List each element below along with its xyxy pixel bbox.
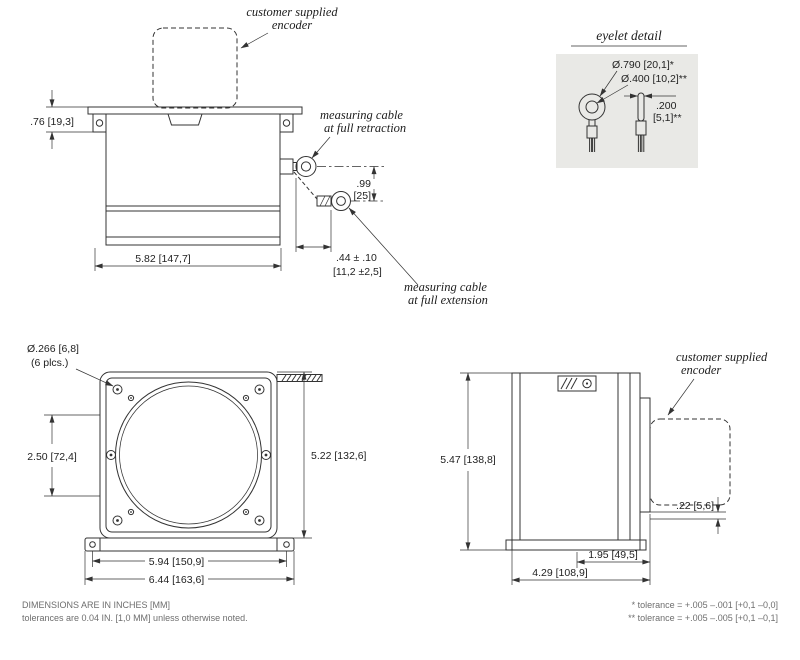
eyelet-dim-outer-leader	[599, 70, 618, 97]
eyelet-dim-inner: Ø.400 [10,2]**	[621, 73, 687, 85]
dim-flange-offset: .76 [19,3]	[30, 90, 93, 149]
side-housing	[505, 372, 651, 551]
top-side-view: customer supplied encoder	[30, 5, 488, 307]
dim-total-depth-label: 4.29 [108,9]	[532, 567, 588, 579]
dim-rear-depth: 1.95 [49,5]	[576, 514, 651, 585]
dim-hole-line2: (6 plcs.)	[31, 357, 68, 369]
footnotes: DIMENSIONS ARE IN INCHES [MM] tolerances…	[22, 600, 778, 623]
dim-front-height: 5.22 [132,6]	[277, 371, 367, 539]
units-note-line1: DIMENSIONS ARE IN INCHES [MM]	[22, 600, 170, 610]
drum-cover-outer	[115, 381, 262, 529]
cable-eyelet-retracted	[279, 156, 317, 177]
dim-flange-width-label: 6.44 [163,6]	[149, 574, 205, 586]
dim-front-height-label: 5.22 [132,6]	[311, 450, 367, 462]
dim-flange-holes-label: 5.94 [150,9]	[149, 556, 205, 568]
dim-total-depth: 4.29 [108,9]	[511, 550, 651, 585]
tolerance-note-doublestar: ** tolerance = +.005 –.005 [+0,1 –0,1]	[628, 613, 778, 623]
retraction-leader	[311, 136, 331, 159]
drum-cover-inner	[119, 385, 258, 525]
dim-hole-line1: Ø.266 [6,8]	[27, 343, 79, 355]
dim-extension-in: .44 ± .10	[336, 252, 377, 264]
encoder-leader-top	[240, 32, 269, 49]
encoder-note-side-line2: encoder	[681, 363, 721, 377]
dim-extension-length: .44 ± .10 [11,2 ±2,5]	[295, 178, 382, 278]
tolerance-note-star: * tolerance = +.005 –.001 [+0,1 –0,0]	[632, 600, 778, 610]
right-side-view: customer supplied encoder 5.47 [138,8] .…	[440, 350, 768, 585]
eyelet-dim-outer: Ø.790 [20,1]*	[612, 59, 674, 71]
eyelet-detail-panel	[556, 54, 698, 168]
cable-eyelet-extended	[293, 171, 351, 211]
dim-body-width-label: 5.82 [147,7]	[135, 253, 191, 265]
mounting-holes	[106, 384, 271, 526]
housing-outline-top	[87, 106, 303, 246]
eyelet-detail: eyelet detail Ø.790 [20,1]* Ø.400 [10,2]…	[556, 28, 698, 168]
cable-exit-front	[276, 374, 323, 382]
units-note-line2: tolerances are 0.04 IN. [1,0 MM] unless …	[22, 613, 248, 623]
dim-hole-leader	[75, 368, 114, 387]
dim-extension-mm: [11,2 ±2,5]	[333, 266, 382, 278]
eyelet-dim-thickness: .200 [5,1]**	[624, 93, 682, 124]
front-view: Ø.266 [6,8] (6 plcs.) 2.50 [72,4] 5.22 […	[27, 343, 367, 586]
mounting-flange	[84, 537, 295, 552]
encoder-outline-side	[649, 418, 731, 506]
dim-flange-offset-label: .76 [19,3]	[30, 116, 74, 128]
eyelet-side-view	[635, 92, 647, 152]
dim-cable-drop: .99 [25]	[317, 166, 384, 202]
front-housing	[99, 371, 278, 539]
front-cover	[105, 377, 272, 533]
encoder-note-top-line2: encoder	[272, 18, 312, 32]
encoder-note-top-line1: customer supplied	[246, 5, 338, 19]
encoder-outline-top	[152, 27, 238, 109]
extension-note-line1: measuring cable	[404, 280, 487, 294]
dim-step-label: .22 [5,6]	[676, 500, 714, 512]
eyelet-dim-thickness-in: .200	[656, 100, 677, 112]
dim-side-height: 5.47 [138,8]	[440, 372, 512, 551]
dim-body-width: 5.82 [147,7]	[94, 248, 282, 271]
cover-screws	[127, 394, 250, 516]
dim-hole-spacing: 2.50 [72,4]	[27, 414, 100, 497]
extension-leader	[348, 207, 419, 286]
dim-flange-width: 6.44 [163,6]	[84, 551, 295, 586]
eyelet-dim-inner-leader	[596, 84, 629, 104]
encoder-leader-side	[667, 378, 695, 416]
dim-cable-drop-in: .99	[356, 178, 371, 190]
side-nameplate	[557, 375, 597, 392]
eyelet-dim-thickness-mm: [5,1]**	[653, 112, 682, 124]
extension-note-line2: at full extension	[408, 293, 488, 307]
dim-cable-drop-mm: [25]	[353, 190, 371, 202]
retraction-note-line1: measuring cable	[320, 108, 403, 122]
encoder-note-side-line1: customer supplied	[676, 350, 768, 364]
eyelet-detail-title: eyelet detail	[596, 28, 662, 43]
dim-flange-holes: 5.94 [150,9]	[92, 551, 287, 568]
dim-step: .22 [5,6]	[650, 497, 726, 534]
dim-hole-spacing-label: 2.50 [72,4]	[27, 451, 77, 463]
dim-side-height-label: 5.47 [138,8]	[440, 454, 496, 466]
retraction-note-line2: at full retraction	[324, 121, 406, 135]
dim-rear-depth-label: 1.95 [49,5]	[588, 549, 638, 561]
eyelet-front-view	[578, 93, 606, 152]
